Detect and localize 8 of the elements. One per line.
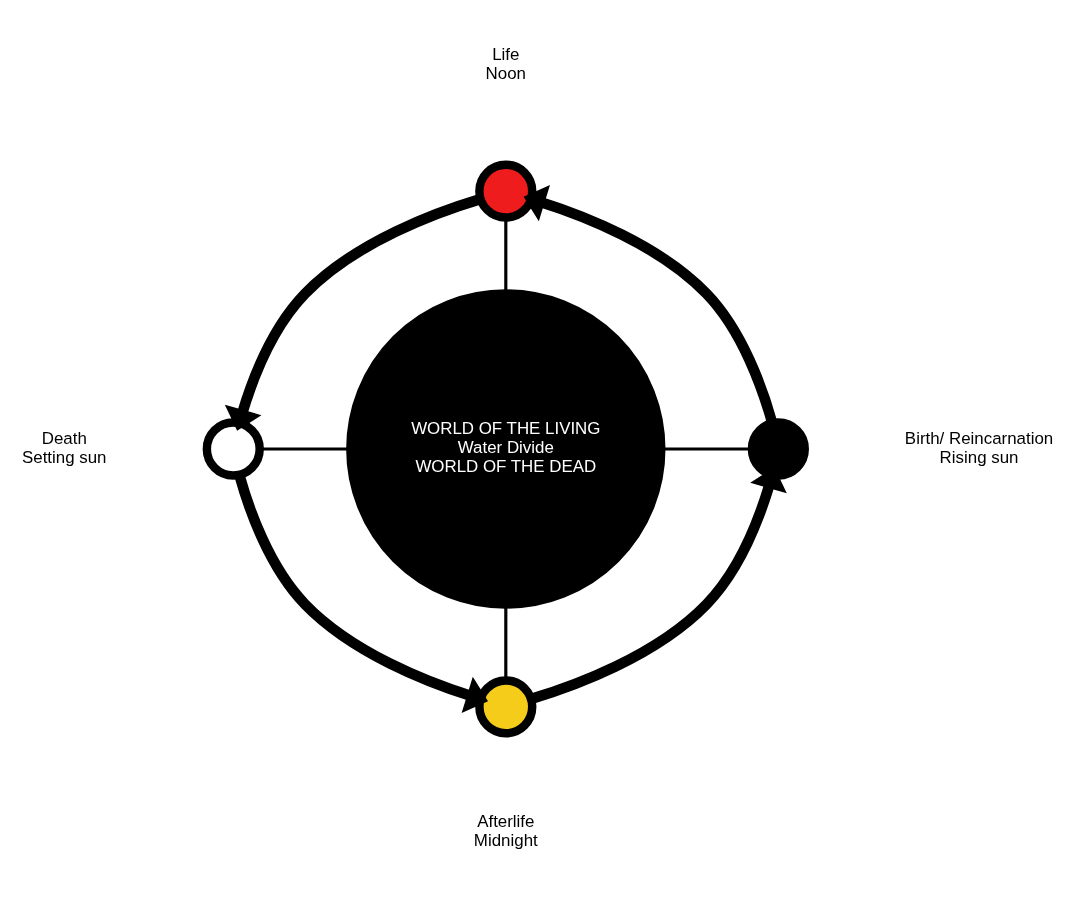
node-label: Setting sun xyxy=(22,447,107,467)
node-label: Birth/ Reincarnation xyxy=(904,428,1054,448)
node-label: Midnight xyxy=(473,831,538,851)
node-label: Life xyxy=(492,44,520,64)
node-label: Rising sun xyxy=(939,447,1019,467)
node-label: Afterlife xyxy=(477,812,535,832)
node-label: Noon xyxy=(485,63,527,83)
node-label: Death xyxy=(41,428,87,448)
